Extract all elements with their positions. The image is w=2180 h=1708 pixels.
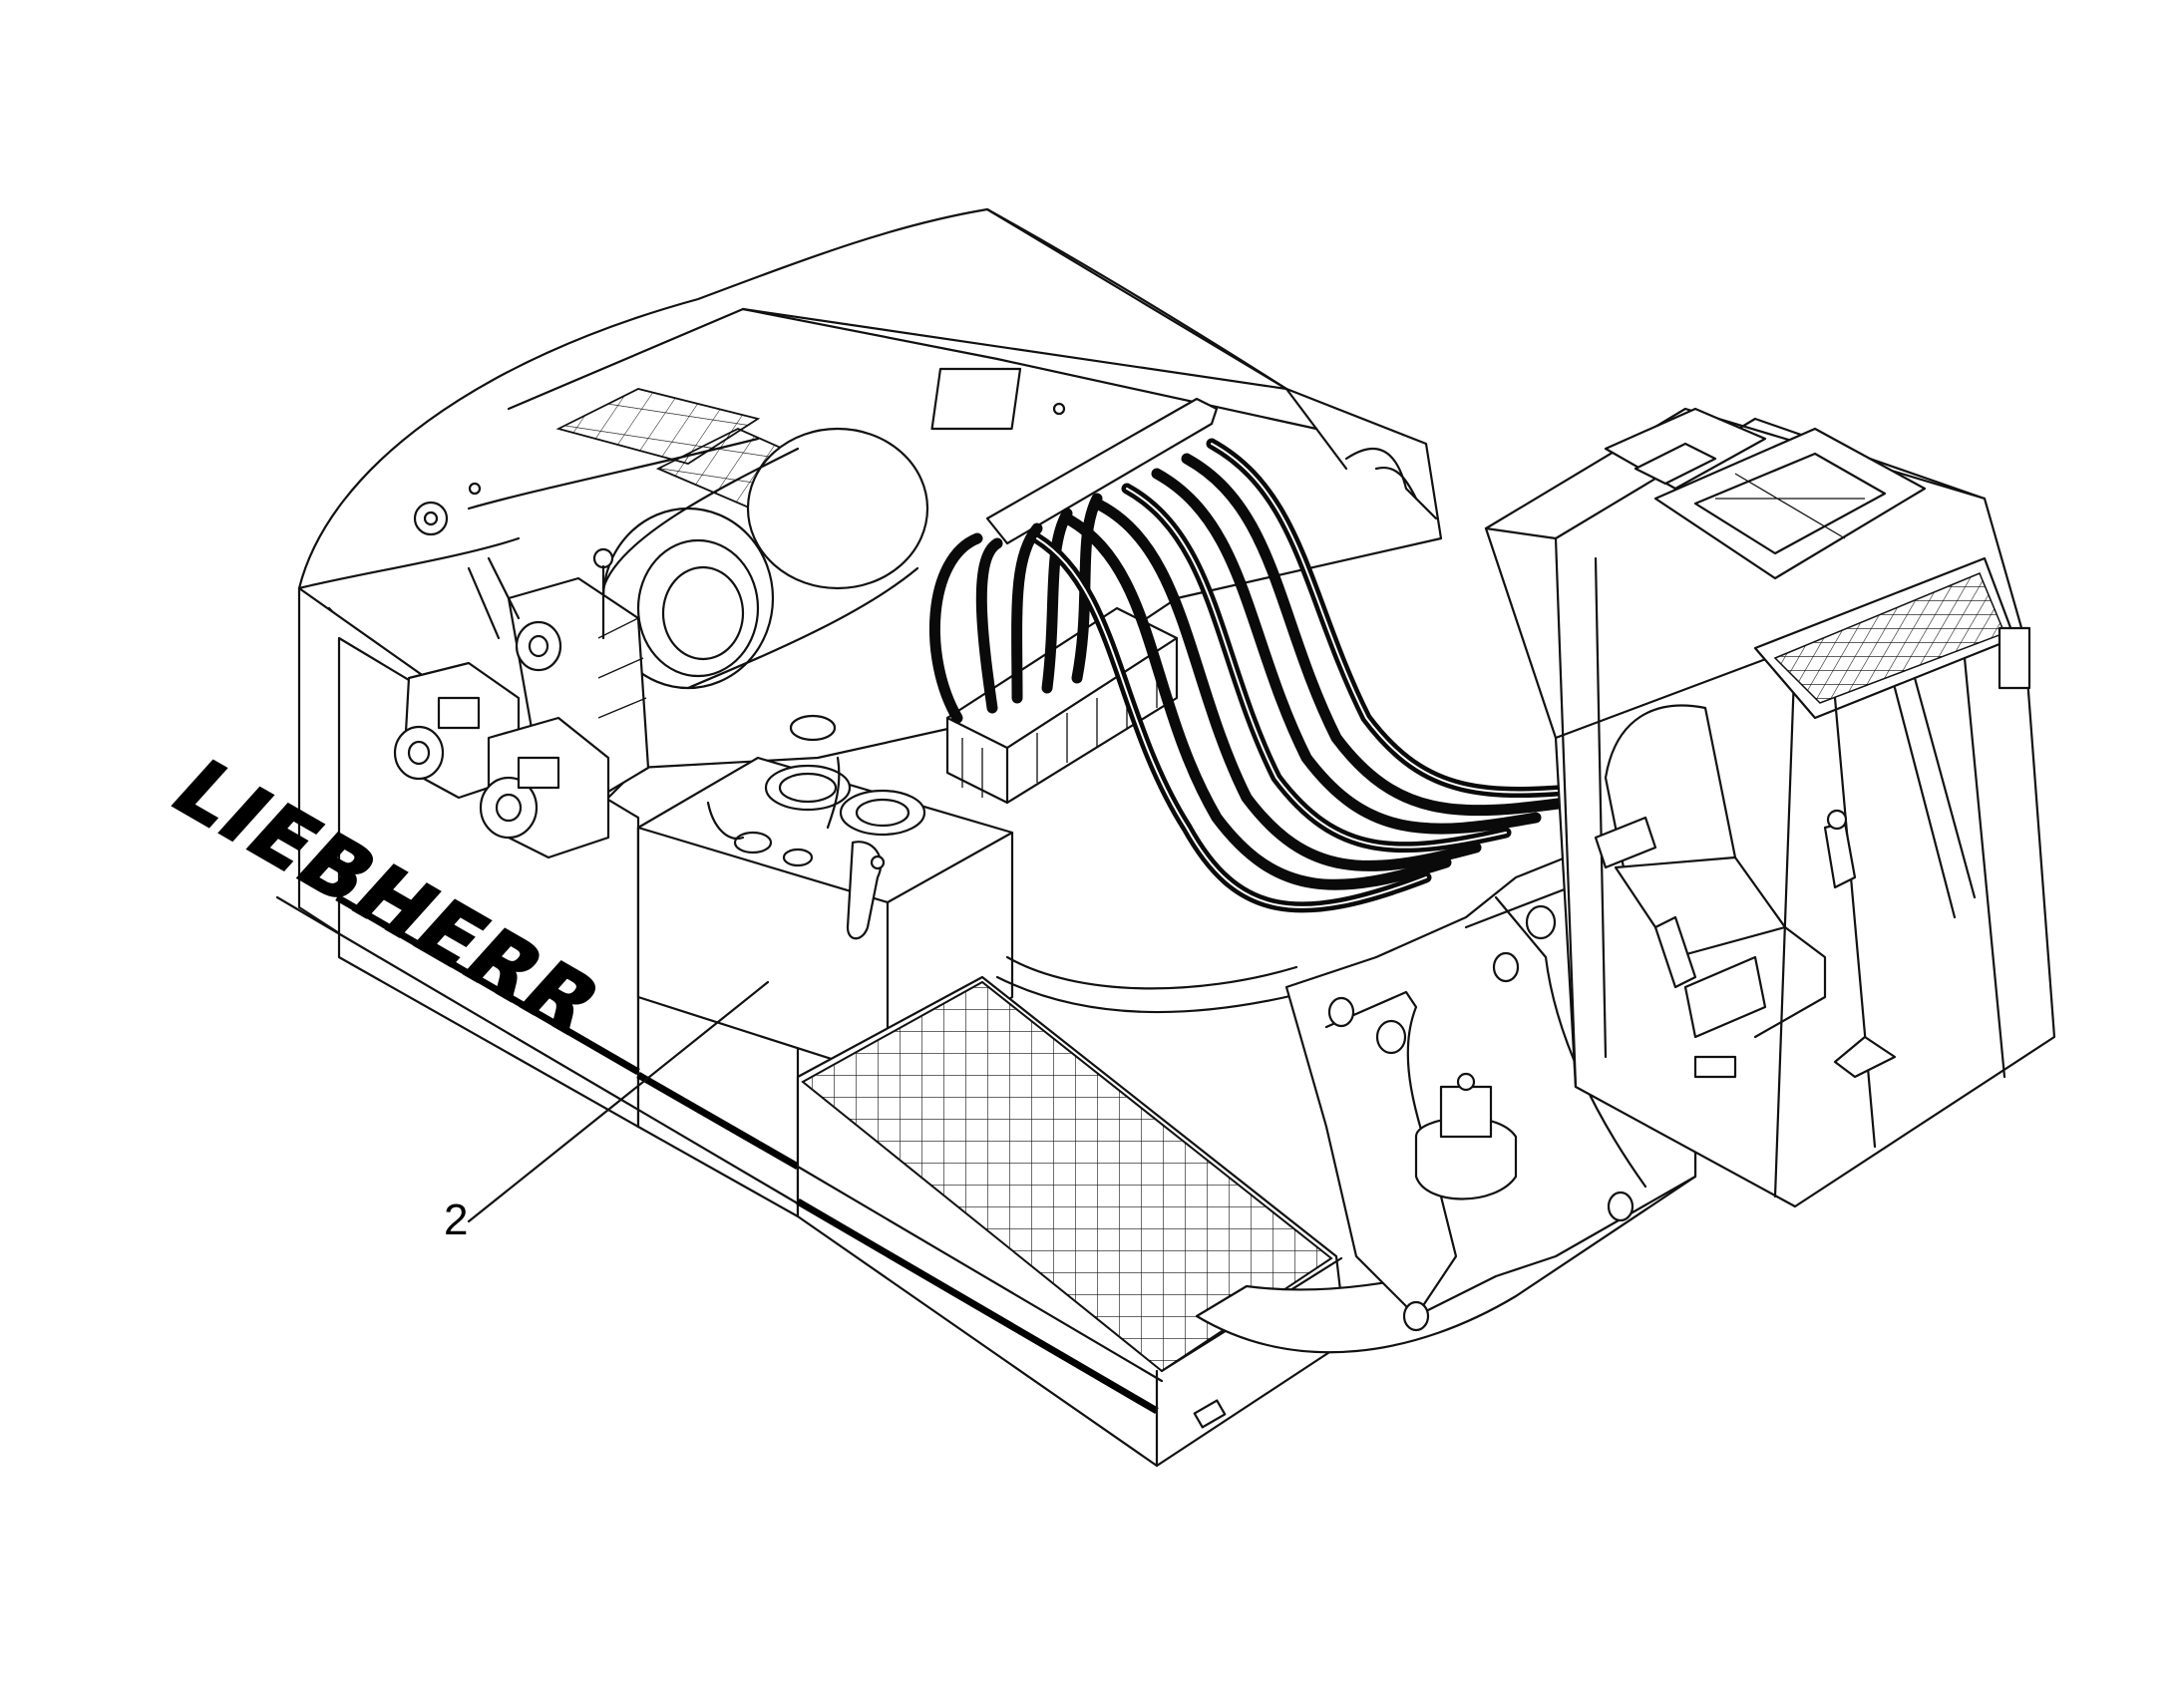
callout-2: 2 bbox=[444, 980, 770, 1244]
front-step-platform bbox=[796, 975, 1348, 1468]
operator-cab bbox=[1484, 407, 2056, 1208]
side-railing bbox=[1284, 387, 1438, 520]
hydraulic-hoses bbox=[929, 438, 1602, 913]
callout-leader-line bbox=[467, 980, 770, 1223]
cab-interior bbox=[1594, 704, 1897, 1079]
hydraulic-pump-assembly bbox=[393, 547, 650, 859]
callout-label: 2 bbox=[444, 1196, 468, 1244]
engine-fan-housing bbox=[601, 427, 929, 690]
hydraulic-tank bbox=[636, 714, 1014, 1079]
